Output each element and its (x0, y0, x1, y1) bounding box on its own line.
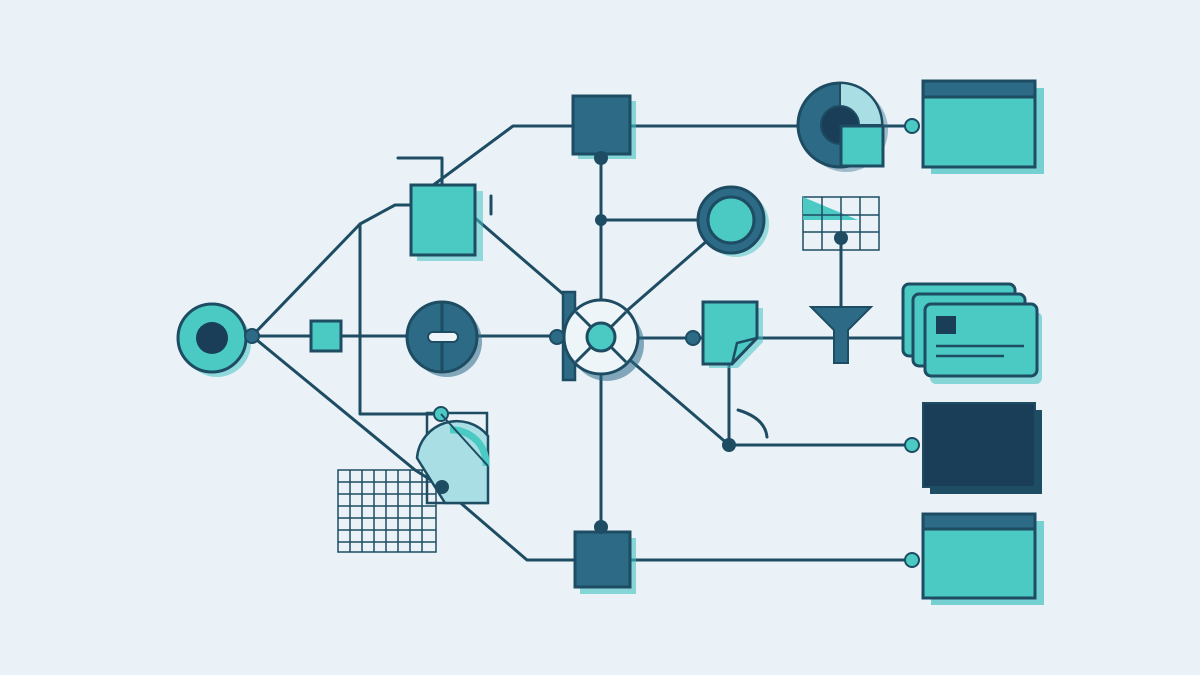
gauge-icon (415, 419, 490, 505)
bracket-top-left (396, 156, 444, 188)
hub-icon (585, 321, 617, 353)
connector-vertical-left (358, 222, 442, 416)
target-icon (196, 322, 228, 354)
top-box-node (571, 94, 636, 165)
document-node (685, 300, 763, 368)
grid-left (337, 469, 437, 553)
spine-junction (595, 214, 607, 226)
card-stack-icon (923, 302, 1039, 378)
box-icon-top (571, 94, 632, 156)
cards-node (901, 282, 1042, 384)
donut-port (904, 118, 920, 134)
panel-top (921, 79, 1044, 174)
gauge-port (435, 480, 449, 494)
panel-bottom (904, 512, 1044, 605)
connector-source-topbox (250, 203, 414, 338)
source-node (176, 302, 260, 377)
valve-node (405, 300, 482, 377)
bar-port (549, 329, 565, 345)
grid-right (802, 196, 880, 251)
panel-dark (904, 402, 1042, 494)
connector-top (430, 124, 575, 188)
bottom-box-node (573, 520, 636, 594)
hub-node (549, 290, 644, 382)
document-icon (701, 300, 759, 366)
box-icon (409, 183, 477, 257)
panel-bottom-port (904, 552, 920, 568)
grid-right-fill (803, 197, 858, 220)
box-icon-bottom (573, 530, 632, 589)
connector-box-hub (473, 216, 572, 302)
circle-node (696, 185, 769, 257)
panel-top-titlebar (921, 79, 1037, 99)
circle-icon (706, 195, 756, 245)
gauge-node (415, 406, 490, 505)
connector-hub-circle (620, 238, 710, 317)
panel-dark-port (904, 437, 920, 453)
donut-square (839, 124, 885, 168)
top-left-box-node (409, 183, 483, 261)
grid-right-port (834, 231, 848, 245)
card-text-lines (936, 344, 1024, 358)
donut-node (796, 81, 920, 172)
grid-left-frame (337, 469, 437, 553)
document-fold (730, 336, 758, 365)
gauge-pointer (440, 413, 489, 467)
arc-accent (736, 408, 769, 439)
filter-icon (808, 306, 874, 364)
dark-panel-icon (922, 402, 1036, 488)
grid-right-lines (803, 197, 879, 250)
small-square-node (309, 319, 343, 353)
source-port (244, 328, 260, 344)
top-box-port (594, 151, 608, 165)
valve-handle (427, 331, 459, 343)
funnel-node (808, 306, 874, 364)
card-photo (936, 316, 956, 334)
bottom-box-port (594, 520, 608, 534)
square-icon (309, 319, 343, 353)
panel-bottom-titlebar (921, 512, 1037, 531)
connector-hub-junction (628, 358, 731, 447)
lower-junction (722, 438, 736, 452)
connector-gauge-bottom (440, 485, 577, 562)
document-port (685, 330, 701, 346)
grid-left-lines (338, 470, 436, 552)
